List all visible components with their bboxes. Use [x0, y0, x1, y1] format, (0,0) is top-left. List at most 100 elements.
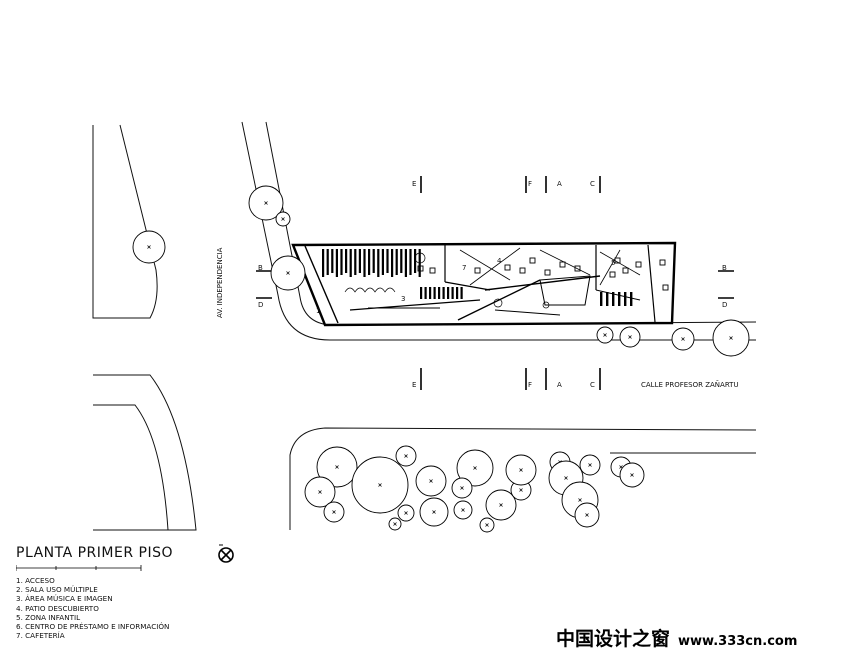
tree-icon	[270, 255, 306, 291]
table	[635, 261, 642, 268]
table	[429, 267, 436, 274]
shelf-unit	[442, 287, 445, 299]
shelf-unit	[624, 292, 627, 306]
section-a-bottom: A	[557, 381, 562, 389]
table	[544, 269, 551, 276]
column	[414, 252, 426, 264]
tree-icon	[132, 230, 166, 264]
tree-icon	[596, 326, 614, 344]
tree-icon	[619, 326, 641, 348]
column	[542, 301, 550, 309]
seating-row	[344, 287, 396, 293]
shelf-unit	[345, 249, 348, 273]
shelf-unit	[363, 249, 366, 277]
section-marks	[256, 176, 734, 390]
watermark-url[interactable]: www.333cn.com	[678, 634, 798, 649]
shelf-unit	[326, 249, 329, 275]
tree-icon	[505, 454, 537, 486]
tree-icon	[479, 517, 495, 533]
shelf-unit	[409, 249, 412, 275]
shelf-unit	[424, 287, 427, 299]
shelf-unit	[612, 292, 615, 306]
furniture-group	[417, 257, 669, 291]
shelf-unit	[395, 249, 398, 275]
shelf-unit	[606, 292, 609, 306]
section-c-top: C	[590, 180, 595, 188]
shelf-unit	[349, 249, 352, 277]
shelf-unit	[322, 249, 325, 277]
tree-icon	[485, 489, 517, 521]
lower-left-inner-line	[93, 404, 169, 531]
shelf-unit	[358, 249, 361, 273]
tree-icon	[415, 465, 447, 497]
room-number-3: 3	[401, 295, 405, 303]
shelving-group	[322, 249, 633, 306]
north-arrow-icon	[218, 544, 234, 563]
shelf-unit	[354, 249, 357, 275]
shelf-unit	[391, 249, 394, 277]
watermark: 中国设计之窗 www.333cn.com	[556, 624, 797, 651]
table	[662, 284, 669, 291]
section-b-left: B	[258, 264, 263, 272]
tree-icon	[248, 185, 284, 221]
room-number-7: 7	[462, 264, 466, 272]
section-e-bottom: E	[412, 381, 416, 389]
tree-icon	[419, 497, 449, 527]
shelf-unit	[600, 292, 603, 306]
tree-icon	[316, 446, 358, 488]
room-number-1: 1	[316, 307, 320, 315]
section-a-top: A	[557, 180, 562, 188]
plan-title: PLANTA PRIMER PISO	[16, 545, 173, 561]
shelf-unit	[447, 287, 450, 299]
table	[574, 265, 581, 272]
table	[559, 261, 566, 268]
table	[474, 267, 481, 274]
shelf-unit	[438, 287, 441, 299]
shelf-unit	[433, 287, 436, 299]
shelf-unit	[460, 287, 463, 299]
watermark-site-name: 中国设计之窗	[556, 628, 671, 650]
shelf-unit	[630, 292, 633, 306]
table	[504, 264, 511, 271]
tree-icon	[397, 504, 415, 522]
shelf-unit	[451, 287, 454, 299]
tree-icon	[304, 476, 336, 508]
shelf-unit	[331, 249, 334, 273]
tree-icon	[619, 462, 645, 488]
legend-item: 1. ACCESO	[16, 576, 55, 585]
table	[529, 257, 536, 264]
shelf-unit	[368, 249, 371, 275]
table	[659, 259, 666, 266]
park-block	[289, 427, 757, 530]
upper-left-block	[92, 124, 158, 319]
tree-icon	[351, 456, 409, 514]
section-e-top: E	[412, 180, 416, 188]
section-b-right: B	[722, 264, 727, 272]
shelf-unit	[340, 249, 343, 275]
legend-item: 2. SALA USO MÚLTIPLE	[16, 585, 98, 595]
legend-list: 1. ACCESO 2. SALA USO MÚLTIPLE 3. ÁREA M…	[16, 576, 169, 640]
tree-icon	[323, 501, 345, 523]
table	[519, 267, 526, 274]
section-f-top: F	[528, 180, 532, 188]
shelf-unit	[618, 292, 621, 306]
legend-item: 3. ÁREA MÚSICA E IMAGEN	[16, 594, 113, 604]
tree-icon	[574, 502, 600, 528]
shelf-unit	[456, 287, 459, 299]
shelf-unit	[404, 249, 407, 277]
tree-icon	[456, 449, 494, 487]
tree-icon	[395, 445, 417, 467]
column	[493, 298, 503, 308]
room-number-4: 4	[497, 257, 502, 265]
section-c-bottom: C	[590, 381, 595, 389]
shelf-unit	[335, 249, 338, 277]
building-footprint	[291, 241, 677, 327]
room-number-5: 5	[611, 259, 615, 267]
legend-item: 6. CENTRO DE PRÉSTAMO E INFORMACIÓN	[16, 622, 170, 632]
tree-icon	[671, 327, 695, 351]
tree-icon	[388, 517, 402, 531]
section-d-left: D	[258, 301, 263, 309]
table	[614, 257, 621, 264]
shelf-unit	[429, 287, 432, 299]
